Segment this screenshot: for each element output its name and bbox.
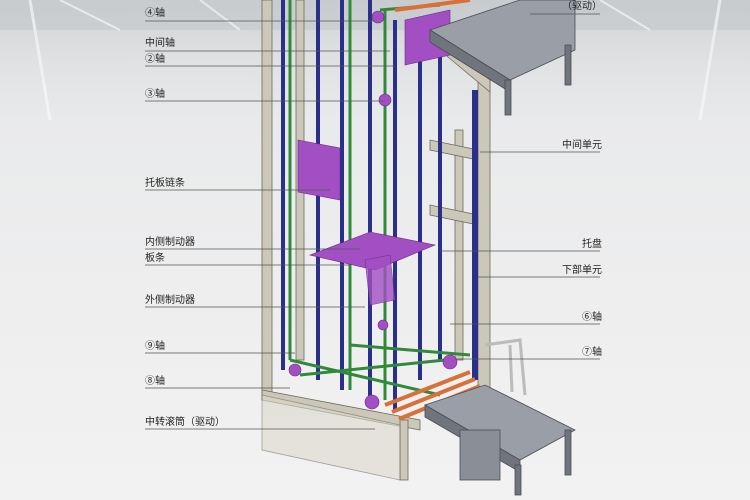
label-inner-brake: 内侧制动器 bbox=[145, 237, 195, 248]
label-intermediate-shaft: 中间轴 bbox=[145, 38, 175, 49]
label-transfer-roller-drive: 中转滚筒（驱动） bbox=[145, 417, 225, 428]
label-slat-chain: 托板链条 bbox=[145, 178, 185, 189]
slat-chain-purple bbox=[288, 9, 458, 410]
label-outer-brake: 外侧制动器 bbox=[145, 295, 195, 306]
label-shaft-6: ⑥轴 bbox=[582, 312, 602, 323]
label-pallet: 托盘 bbox=[582, 239, 602, 250]
label-shaft-4: ④轴 bbox=[145, 8, 165, 19]
label-shaft-2: ②轴 bbox=[145, 54, 165, 65]
label-shaft-7: ⑦轴 bbox=[582, 347, 602, 358]
label-slat: 板条 bbox=[145, 253, 165, 264]
bottom-roller-conveyor bbox=[424, 338, 576, 496]
label-shaft-3: ③轴 bbox=[145, 89, 165, 100]
top-roller-conveyor bbox=[429, 0, 576, 116]
label-shaft-8: ⑧轴 bbox=[145, 376, 165, 387]
leader-lines bbox=[145, 13, 600, 430]
blue-uprights bbox=[281, 0, 478, 410]
label-drive: （驱动） bbox=[562, 1, 602, 12]
label-lower-unit: 下部单元 bbox=[562, 265, 602, 276]
label-shaft-9: ⑨轴 bbox=[145, 341, 165, 352]
label-middle-unit: 中间单元 bbox=[562, 140, 602, 151]
